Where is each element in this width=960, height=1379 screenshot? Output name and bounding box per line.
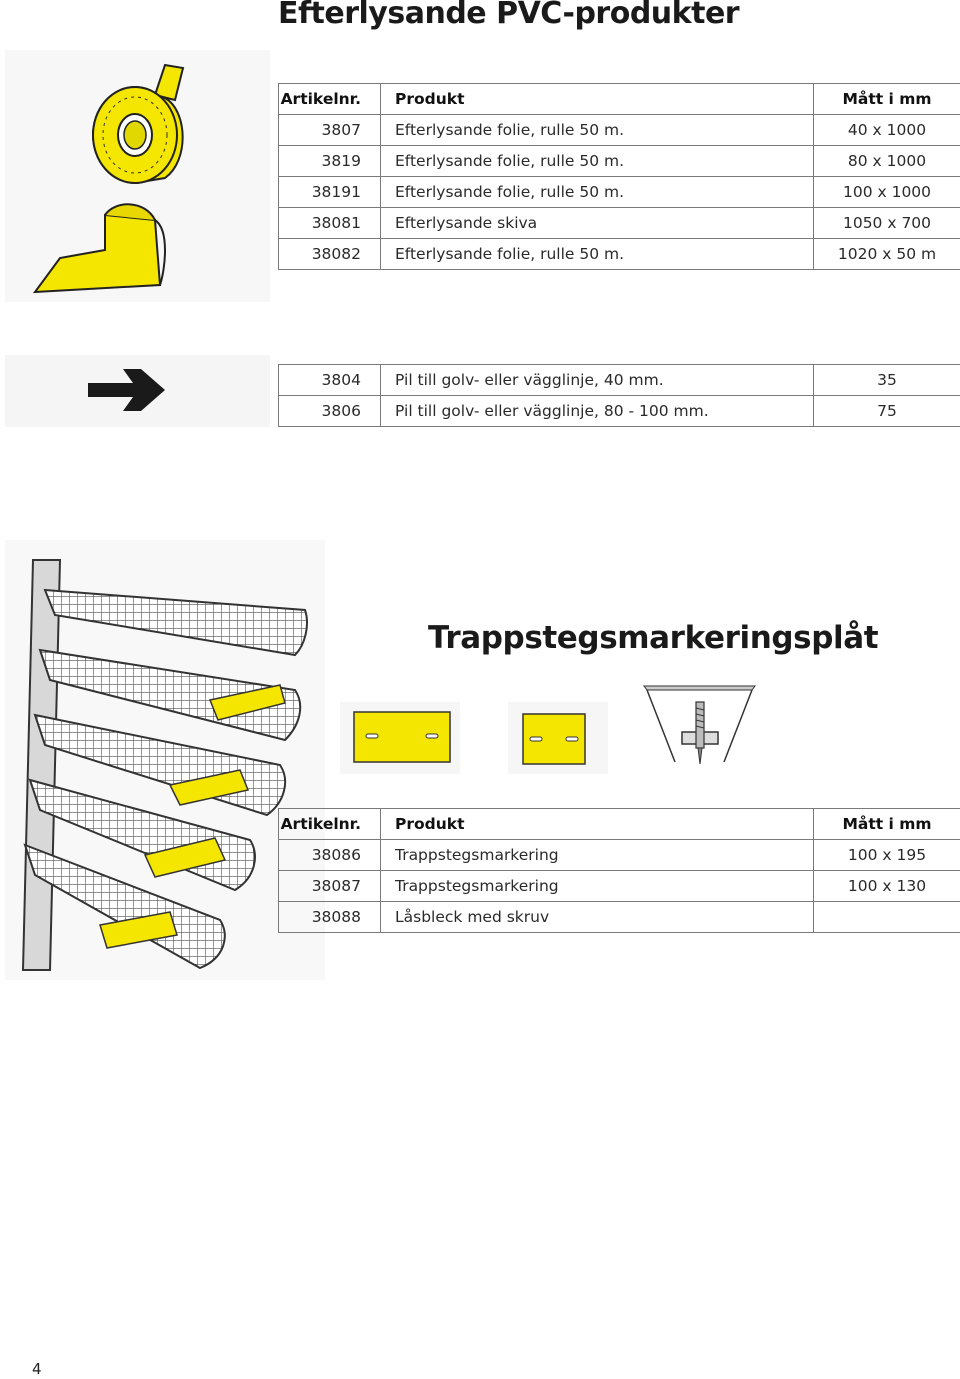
table-row: 3807 Efterlysande folie, rulle 50 m. 40 … (278, 114, 960, 146)
lock-plate-image (630, 680, 770, 780)
col-header-article: Artikelnr. (278, 808, 381, 840)
product-name: Trappstegsmarkering (380, 870, 814, 902)
product-name: Pil till golv- eller vägglinje, 40 mm. (380, 364, 814, 396)
spiral-staircase-illustration (21, 559, 308, 971)
table-header-row: Artikelnr. Produkt Mått i mm (278, 83, 960, 115)
col-header-size: Mått i mm (813, 808, 960, 840)
article-number: 38191 (278, 176, 381, 208)
product-size: 100 x 1000 (813, 176, 960, 208)
tape-roll-illustration (32, 63, 185, 294)
lock-plate-screw-icon (643, 685, 756, 765)
product-size: 40 x 1000 (813, 114, 960, 146)
product-name: Trappstegsmarkering (380, 839, 814, 871)
product-table-arrows: 3804 Pil till golv- eller vägglinje, 40 … (278, 364, 960, 427)
product-name: Efterlysande skiva (380, 207, 814, 239)
product-name: Efterlysande folie, rulle 50 m. (380, 238, 814, 270)
table-row: 38081 Efterlysande skiva 1050 x 700 (278, 207, 960, 239)
article-number: 38088 (278, 901, 381, 933)
article-number: 3804 (278, 364, 381, 396)
yellow-plate-icon (353, 711, 451, 763)
page-number: 4 (32, 1360, 42, 1378)
article-number: 3807 (278, 114, 381, 146)
section-title: Trappstegsmarkeringsplåt (428, 620, 879, 656)
article-number: 3806 (278, 395, 381, 427)
article-number: 38086 (278, 839, 381, 871)
table-row: 3804 Pil till golv- eller vägglinje, 40 … (278, 364, 960, 396)
table-row: 38088 Låsbleck med skruv (278, 901, 960, 933)
product-size: 1020 x 50 m (813, 238, 960, 270)
table-row: 38082 Efterlysande folie, rulle 50 m. 10… (278, 238, 960, 270)
arrow-icon (88, 369, 165, 411)
product-table-stair-markings: Artikelnr. Produkt Mått i mm 38086 Trapp… (278, 808, 960, 933)
article-number: 3819 (278, 145, 381, 177)
table-row: 3819 Efterlysande folie, rulle 50 m. 80 … (278, 145, 960, 177)
col-header-article: Artikelnr. (278, 83, 381, 115)
product-size: 35 (813, 364, 960, 396)
col-header-size: Mått i mm (813, 83, 960, 115)
plate-small-image (508, 702, 608, 774)
table-header-row: Artikelnr. Produkt Mått i mm (278, 808, 960, 840)
col-header-product: Produkt (380, 808, 814, 840)
article-number: 38082 (278, 238, 381, 270)
table-row: 38087 Trappstegsmarkering 100 x 130 (278, 870, 960, 902)
product-name: Efterlysande folie, rulle 50 m. (380, 145, 814, 177)
product-name: Efterlysande folie, rulle 50 m. (380, 176, 814, 208)
product-name: Låsbleck med skruv (380, 901, 814, 933)
product-size: 100 x 130 (813, 870, 960, 902)
staircase-image (5, 540, 325, 980)
page-title: Efterlysande PVC-produkter (278, 0, 740, 31)
arrow-image (5, 355, 270, 427)
product-name: Efterlysande folie, rulle 50 m. (380, 114, 814, 146)
product-size: 100 x 195 (813, 839, 960, 871)
col-header-product: Produkt (380, 83, 814, 115)
product-name: Pil till golv- eller vägglinje, 80 - 100… (380, 395, 814, 427)
product-table-luminescent: Artikelnr. Produkt Mått i mm 3807 Efterl… (278, 83, 960, 270)
article-number: 38081 (278, 207, 381, 239)
table-row: 3806 Pil till golv- eller vägglinje, 80 … (278, 395, 960, 427)
product-size: 75 (813, 395, 960, 427)
yellow-plate-small-icon (522, 713, 586, 765)
table-row: 38191 Efterlysande folie, rulle 50 m. 10… (278, 176, 960, 208)
article-number: 38087 (278, 870, 381, 902)
product-size: 1050 x 700 (813, 207, 960, 239)
tape-roll-image (5, 50, 270, 302)
plate-large-image (340, 702, 460, 774)
table-row: 38086 Trappstegsmarkering 100 x 195 (278, 839, 960, 871)
product-size: 80 x 1000 (813, 145, 960, 177)
product-size (813, 901, 960, 933)
